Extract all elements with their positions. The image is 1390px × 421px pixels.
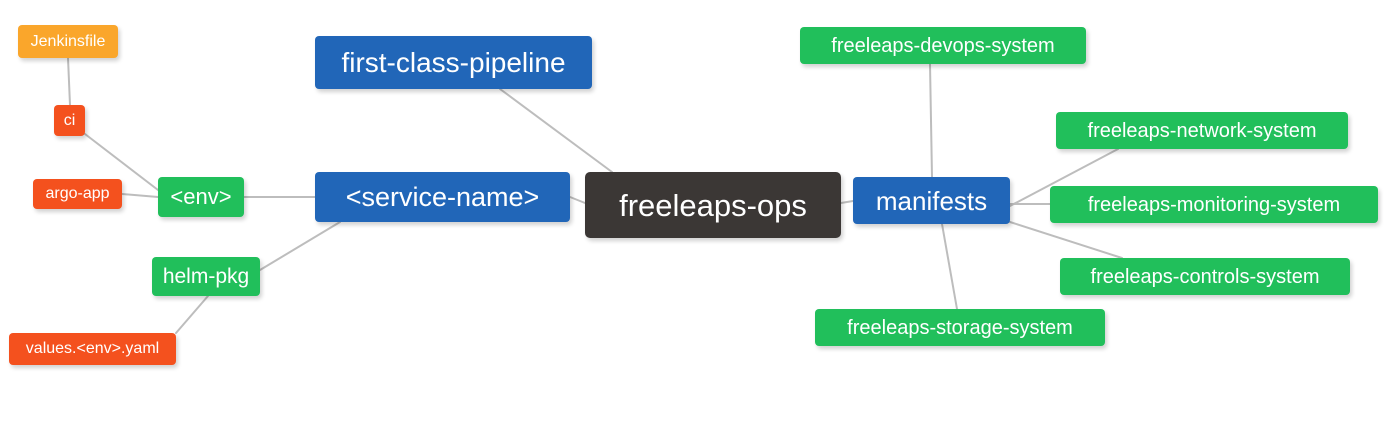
node-label: argo-app bbox=[45, 185, 110, 202]
node-label: Jenkinsfile bbox=[30, 32, 106, 50]
node-storage[interactable]: freeleaps-storage-system bbox=[815, 309, 1105, 346]
node-label: freeleaps-storage-system bbox=[847, 316, 1073, 339]
edge-jenkins-to-ci bbox=[67, 57, 71, 106]
edge-service-to-root bbox=[569, 196, 586, 204]
edge-pipeline-to-root bbox=[499, 88, 613, 173]
node-values[interactable]: values.<env>.yaml bbox=[9, 333, 176, 365]
node-label: manifests bbox=[875, 185, 988, 216]
node-label: freeleaps-monitoring-system bbox=[1087, 193, 1341, 216]
node-helm[interactable]: helm-pkg bbox=[152, 257, 260, 296]
edge-manifests-to-controls bbox=[1009, 221, 1123, 259]
node-controls[interactable]: freeleaps-controls-system bbox=[1060, 258, 1350, 295]
node-label: freeleaps-ops bbox=[619, 187, 807, 223]
node-root[interactable]: freeleaps-ops bbox=[585, 172, 841, 238]
node-label: ci bbox=[63, 111, 76, 129]
edge-manifests-to-devops bbox=[929, 63, 933, 178]
node-pipeline[interactable]: first-class-pipeline bbox=[315, 36, 592, 89]
node-env[interactable]: <env> bbox=[158, 177, 244, 217]
node-label: freeleaps-network-system bbox=[1087, 119, 1317, 142]
node-label: helm-pkg bbox=[162, 265, 250, 288]
node-label: freeleaps-controls-system bbox=[1090, 265, 1320, 288]
node-argo[interactable]: argo-app bbox=[33, 179, 122, 209]
node-devops[interactable]: freeleaps-devops-system bbox=[800, 27, 1086, 64]
edge-helm-to-service bbox=[259, 221, 341, 271]
node-service[interactable]: <service-name> bbox=[315, 172, 570, 222]
node-manifests[interactable]: manifests bbox=[853, 177, 1010, 224]
node-jenkins[interactable]: Jenkinsfile bbox=[18, 25, 118, 58]
node-label: values.<env>.yaml bbox=[25, 340, 160, 357]
edge-root-to-manifests bbox=[840, 200, 854, 204]
edge-values-to-helm bbox=[175, 295, 209, 334]
node-label: <service-name> bbox=[345, 181, 540, 212]
node-monitoring[interactable]: freeleaps-monitoring-system bbox=[1050, 186, 1378, 223]
node-label: freeleaps-devops-system bbox=[831, 34, 1055, 57]
node-network[interactable]: freeleaps-network-system bbox=[1056, 112, 1348, 149]
node-ci[interactable]: ci bbox=[54, 105, 85, 136]
node-label: first-class-pipeline bbox=[341, 46, 566, 78]
node-label: <env> bbox=[170, 184, 232, 209]
edge-argo-to-env bbox=[121, 193, 159, 198]
edge-manifests-to-storage bbox=[941, 223, 958, 310]
